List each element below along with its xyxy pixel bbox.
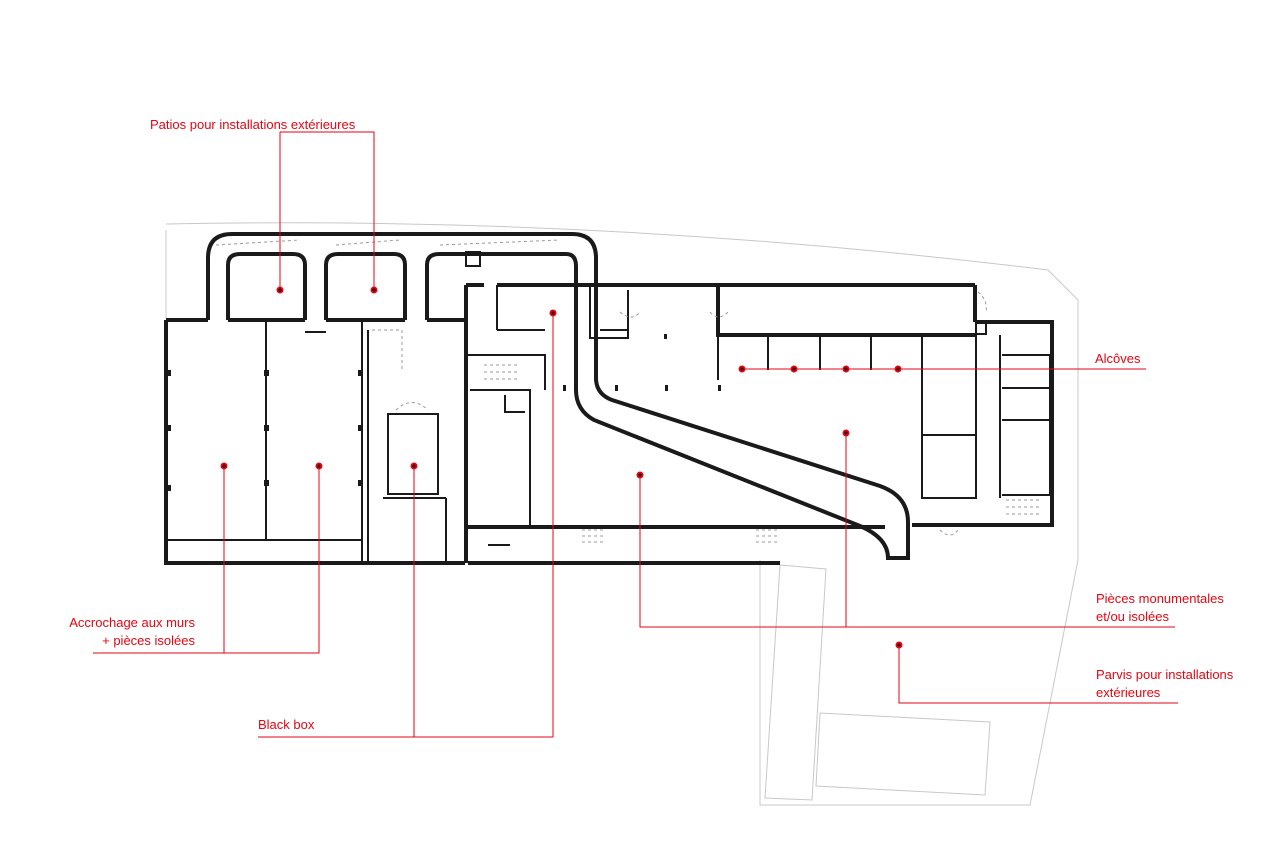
marker-dots (220, 286, 903, 649)
label-patios: Patios pour installations extérieures (150, 117, 356, 132)
site-outline (165, 222, 1079, 806)
leader-lines (93, 131, 1178, 738)
label-alcoves: Alcôves (1095, 351, 1141, 366)
label-parvis: Parvis pour installations extérieures (1096, 666, 1233, 702)
label-black-box: Black box (258, 717, 315, 732)
label-parvis-line1: Parvis pour installations (1096, 667, 1234, 682)
doors-stairs (215, 239, 1040, 543)
label-pieces-line2: et/ou isolées (1096, 609, 1169, 624)
label-parvis-line2: extérieures (1096, 685, 1161, 700)
label-pieces-monumentales: Pièces monumentales et/ou isolées (1096, 590, 1224, 626)
label-pieces-line1: Pièces monumentales (1096, 591, 1224, 606)
label-accrochage-line2: + pièces isolées (102, 633, 195, 648)
column-posts (168, 334, 721, 491)
label-accrochage-line1: Accrochage aux murs (69, 615, 195, 630)
building-walls (164, 232, 1054, 565)
label-accrochage: Accrochage aux murs + pièces isolées (69, 614, 195, 650)
